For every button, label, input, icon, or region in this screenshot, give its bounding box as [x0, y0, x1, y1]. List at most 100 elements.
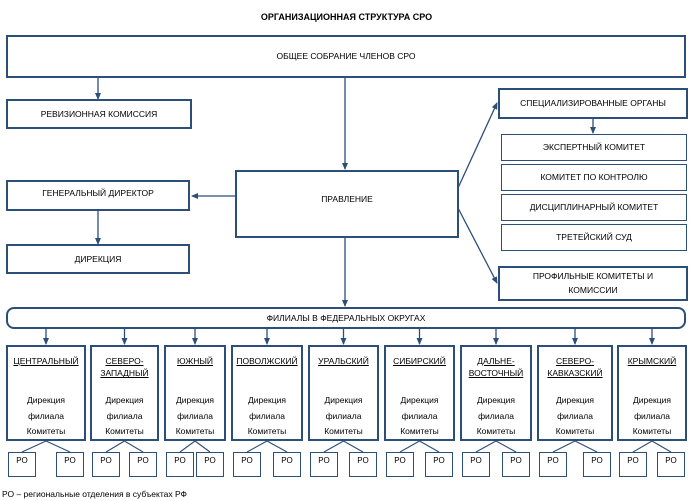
- branch-name: СИБИРСКИЙ: [386, 355, 453, 367]
- expert-committee-label: ЭКСПЕРТНЫЙ КОМИТЕТ: [542, 142, 646, 153]
- branch-sub-line: Дирекция: [105, 395, 144, 405]
- branch-name-line: СЕВЕРО-: [105, 356, 144, 366]
- ro-box: РО: [129, 452, 157, 477]
- ro-box: РО: [583, 452, 611, 477]
- branch-sub-line: Комитеты: [247, 426, 287, 437]
- branch-sub-line: Комитеты: [400, 426, 439, 437]
- branch-sub-line: Комитеты: [105, 426, 144, 437]
- ro-box: РО: [462, 452, 490, 477]
- branch-to-ro-line: [246, 440, 268, 453]
- control-committee-label: КОМИТЕТ ПО КОНТРОЛЮ: [540, 172, 648, 183]
- directorate-label: ДИРЕКЦИЯ: [74, 253, 122, 264]
- ro-box: РО: [425, 452, 453, 477]
- branch-name-line: КАВКАЗСКИЙ: [547, 368, 603, 379]
- branch-name: СЕВЕРО-КАВКАЗСКИЙ: [539, 355, 611, 380]
- branch-name-line: КРЫМСКИЙ: [627, 356, 677, 366]
- branch-to-ro-line: [105, 440, 125, 453]
- branches-header-label: ФИЛИАЛЫ В ФЕДЕРАЛЬНЫХ ОКРУГАХ: [266, 312, 426, 323]
- branch-to-ro-line: [266, 440, 288, 453]
- branch-name: ДАЛЬНЕ-ВОСТОЧНЫЙ: [462, 355, 530, 380]
- branch-name: КРЫМСКИЙ: [619, 355, 685, 367]
- branch-sub-line: филиала: [325, 410, 362, 421]
- general-meeting-label: ОБЩЕЕ СОБРАНИЕ ЧЛЕНОВ СРО: [276, 51, 416, 62]
- ro-box: РО: [166, 452, 194, 477]
- profile-committees-box: ПРОФИЛЬНЫЕ КОМИТЕТЫ И КОМИССИИ: [498, 266, 688, 301]
- ro-box: РО: [8, 452, 36, 477]
- ro-box: РО: [502, 452, 530, 477]
- branch-to-ro-line: [194, 440, 211, 453]
- branch-to-ro-line: [45, 440, 71, 453]
- general-director-label: ГЕНЕРАЛЬНЫЙ ДИРЕКТОР: [42, 188, 154, 198]
- arbitration-court-label: ТРЕТЕЙСКИЙ СУД: [556, 232, 632, 243]
- branch-name-line: УРАЛЬСКИЙ: [318, 356, 369, 366]
- arrow-board-to-profile: [457, 207, 498, 284]
- branch-name: СЕВЕРО- ЗАПАДНЫЙ: [92, 355, 157, 380]
- branch-name-line: ДАЛЬНЕ-: [477, 356, 515, 366]
- board-box: ПРАВЛЕНИЕ: [235, 170, 459, 238]
- expert-committee-box: ЭКСПЕРТНЫЙ КОМИТЕТ: [501, 134, 687, 161]
- branch-to-ro-line: [179, 440, 196, 453]
- profile-committees-label-line1: ПРОФИЛЬНЫЕ КОМИТЕТЫ И: [532, 270, 654, 281]
- branch-to-ro-line: [632, 440, 653, 453]
- ro-box: РО: [92, 452, 120, 477]
- ro-box: РО: [196, 452, 224, 477]
- branch-sub-line: филиала: [28, 410, 64, 421]
- audit-commission-label: РЕВИЗИОННАЯ КОМИССИЯ: [40, 108, 158, 119]
- general-director-box: ГЕНЕРАЛЬНЫЙ ДИРЕКТОР: [6, 180, 190, 211]
- branch-to-ro-line: [495, 440, 517, 453]
- ro-box: РО: [619, 452, 647, 477]
- branch-sub-line: филиала: [249, 410, 285, 421]
- branch-to-ro-line: [552, 440, 576, 453]
- branch-to-ro-line: [124, 440, 144, 453]
- specialized-bodies-label: СПЕЦИАЛИЗИРОВАННЫЕ ОРГАНЫ: [520, 98, 666, 109]
- branch-sub-line: филиала: [634, 410, 670, 421]
- branch-to-ro-line: [21, 440, 47, 453]
- branch-name-line: ЗАПАДНЫЙ: [100, 368, 149, 379]
- control-committee-box: КОМИТЕТ ПО КОНТРОЛЮ: [501, 164, 687, 191]
- chart-title: ОРГАНИЗАЦИОННАЯ СТРУКТУРА СРО: [260, 12, 433, 22]
- branch-sub-line: Дирекция: [248, 395, 286, 405]
- ro-box: РО: [56, 452, 84, 477]
- branch-name-line: СИБИРСКИЙ: [393, 356, 446, 366]
- branch-to-ro-line: [399, 440, 420, 453]
- profile-committees-label-line2: КОМИССИИ: [568, 284, 618, 295]
- branch-to-ro-line: [419, 440, 440, 453]
- branch-sub-line: филиала: [106, 410, 143, 421]
- branch-name-line: ЦЕНТРАЛЬНЫЙ: [13, 356, 79, 366]
- branch-name-line: ПОВОЛЖСКИЙ: [236, 356, 298, 366]
- audit-commission-box: РЕВИЗИОННАЯ КОМИССИЯ: [6, 99, 192, 129]
- ro-box: РО: [273, 452, 301, 477]
- branches-header-box: ФИЛИАЛЫ В ФЕДЕРАЛЬНЫХ ОКРУГАХ: [6, 307, 686, 329]
- ro-box: РО: [349, 452, 377, 477]
- branch-sub-line: Дирекция: [176, 395, 214, 405]
- branch-name-line: ЮЖНЫЙ: [176, 356, 214, 366]
- branch-sub-line: Дирекция: [27, 395, 65, 405]
- ro-box: РО: [657, 452, 685, 477]
- branch-name: ЮЖНЫЙ: [166, 355, 224, 367]
- branch-sub-line: Комитеты: [324, 426, 363, 437]
- footnote: РО – региональные отделения в субъектах …: [2, 489, 188, 499]
- arrow-board-to-specialized: [457, 102, 498, 189]
- arbitration-court-box: ТРЕТЕЙСКИЙ СУД: [501, 224, 687, 251]
- directorate-box: ДИРЕКЦИЯ: [6, 244, 190, 274]
- branch-sub-line: Комитеты: [632, 426, 672, 437]
- branch-sub-line: филиала: [557, 410, 593, 421]
- ro-box: РО: [233, 452, 261, 477]
- disciplinary-committee-label: ДИСЦИПЛИНАРНЫЙ КОМИТЕТ: [529, 202, 659, 213]
- disciplinary-committee-box: ДИСЦИПЛИНАРНЫЙ КОМИТЕТ: [501, 194, 687, 221]
